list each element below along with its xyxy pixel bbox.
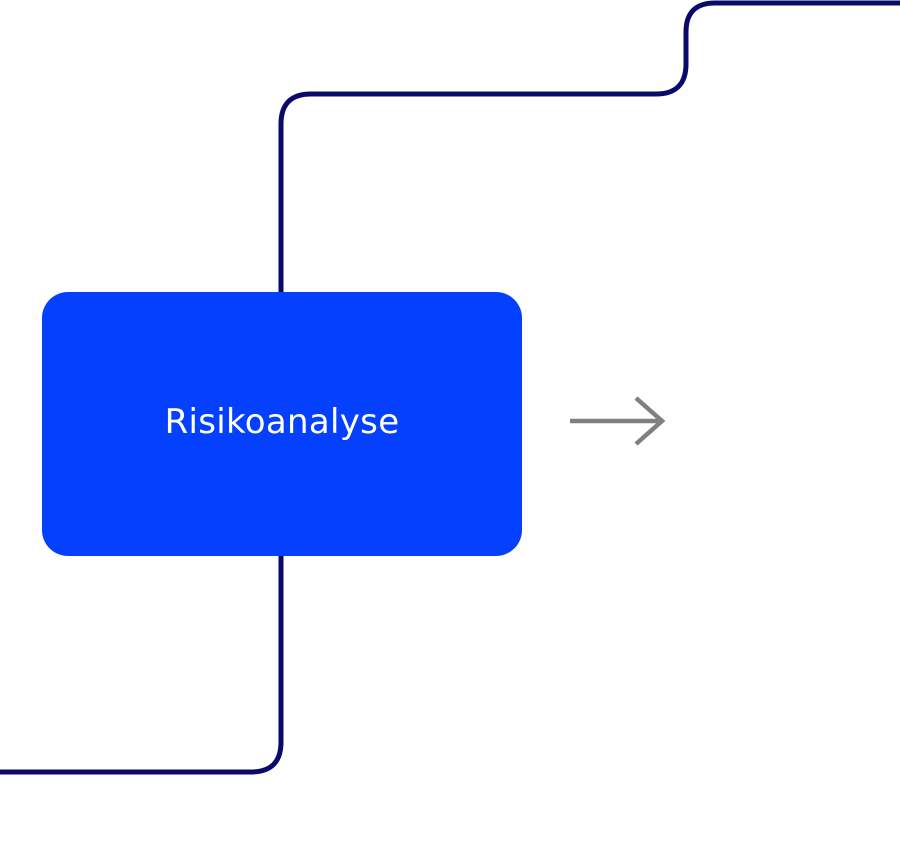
step-box-risikoanalyse[interactable]: Risikoanalyse [42, 292, 522, 556]
connector-line-bottom [0, 549, 284, 775]
arrow-right-icon [570, 396, 666, 446]
step-label: Risikoanalyse [164, 402, 400, 442]
connector-line-top [278, 0, 900, 299]
